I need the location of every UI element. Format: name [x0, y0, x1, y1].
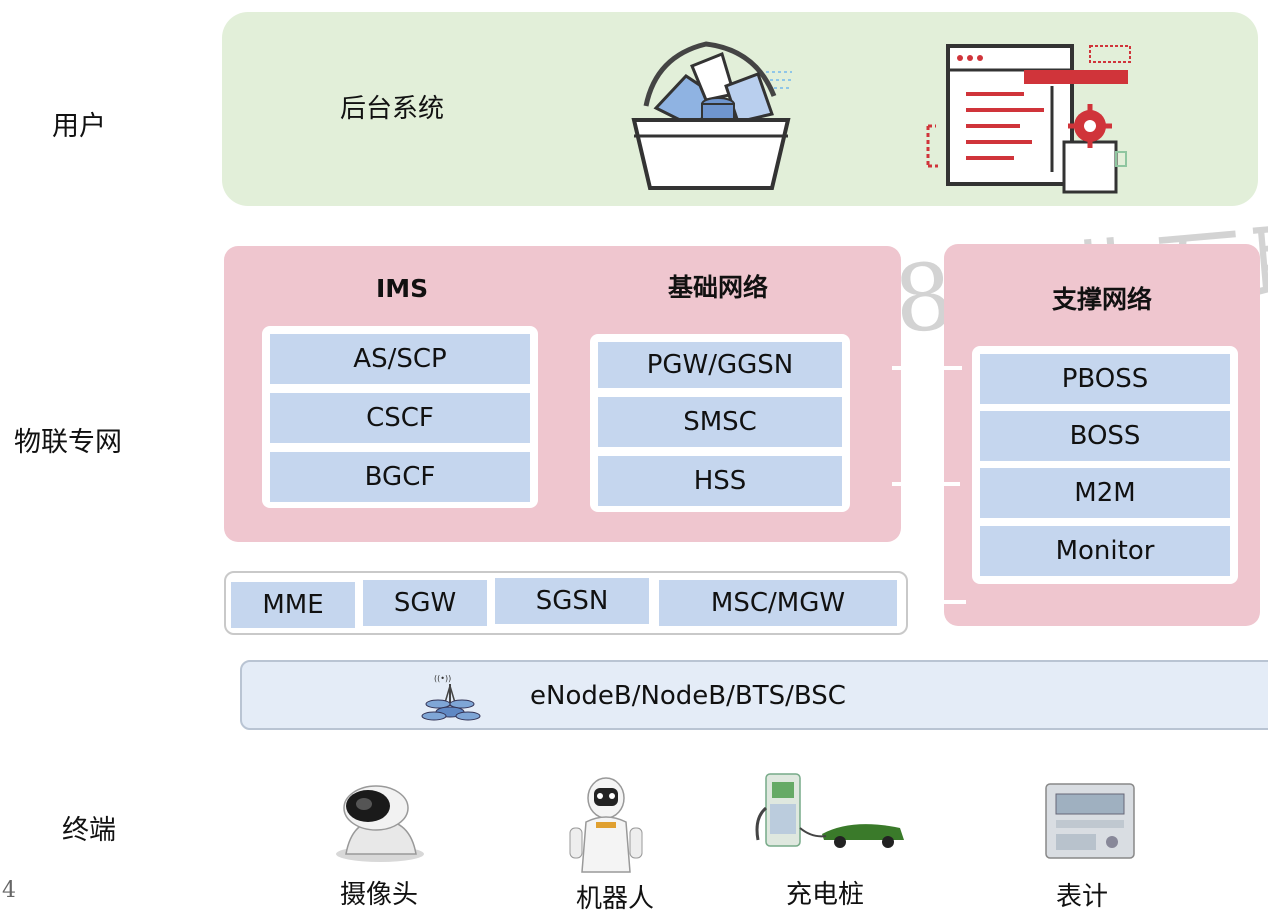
support-node-monitor: Monitor	[980, 526, 1230, 576]
ims-node-bgcf: BGCF	[270, 452, 530, 502]
row-label-terminal: 终端	[62, 815, 116, 846]
core-node-pgw-ggsn: PGW/GGSN	[598, 342, 842, 388]
access-node-msc-mgw: MSC/MGW	[659, 580, 897, 626]
meter-icon	[1045, 783, 1135, 859]
ims-node-as-scp: AS/SCP	[270, 334, 530, 384]
ims-title: IMS	[376, 274, 429, 303]
connector-line	[906, 600, 966, 604]
device-label-meter: 表计	[1056, 882, 1109, 912]
base-station-icon: ((•))	[421, 674, 481, 721]
row-label-user: 用户	[52, 111, 106, 142]
support-network-title: 支撑网络	[1052, 285, 1153, 314]
connector-tick	[712, 238, 718, 246]
connector-line	[934, 482, 960, 486]
page-number: 4	[2, 878, 16, 903]
database-basket-icon	[631, 41, 792, 190]
device-label-charger: 充电桩	[786, 880, 865, 910]
robot-icon	[569, 777, 643, 873]
support-node-pboss: PBOSS	[980, 354, 1230, 404]
backend-label: 后台系统	[340, 94, 445, 124]
core-node-smsc: SMSC	[598, 397, 842, 447]
device-label-robot: 机器人	[576, 884, 655, 914]
ran-label: eNodeB/NodeB/BTS/BSC	[530, 681, 846, 711]
connector-line	[892, 366, 924, 370]
ims-node-cscf: CSCF	[270, 393, 530, 443]
core-network-title: 基础网络	[668, 273, 769, 302]
row-label-network: 物联专网	[14, 427, 122, 458]
connector-line	[934, 366, 962, 370]
monitor-window-icon	[926, 44, 1131, 194]
connector-line	[892, 482, 920, 486]
access-node-mme: MME	[231, 582, 355, 628]
device-label-camera: 摄像头	[340, 880, 419, 910]
support-node-boss: BOSS	[980, 411, 1230, 461]
support-node-m2m: M2M	[980, 468, 1230, 518]
access-node-sgw: SGW	[363, 580, 487, 626]
access-node-sgsn: SGSN	[495, 578, 649, 624]
charging-pile-icon	[755, 773, 904, 848]
ran-bar	[240, 660, 1268, 730]
core-node-hss: HSS	[598, 456, 842, 506]
camera-icon	[336, 785, 424, 862]
svg-text:((•)): ((•))	[434, 674, 451, 683]
